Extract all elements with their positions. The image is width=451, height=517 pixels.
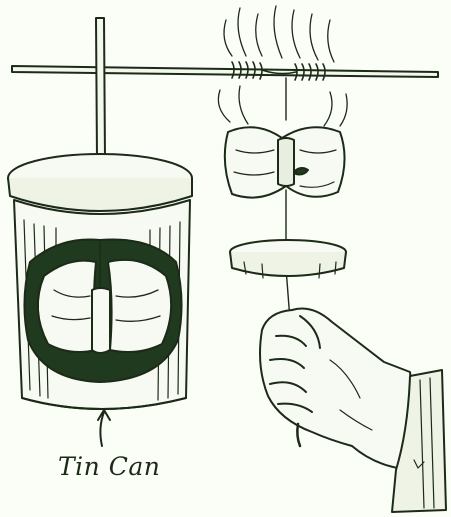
caption-pointer bbox=[98, 410, 110, 446]
hanging-string bbox=[286, 78, 290, 320]
hanging-cloth-bundle bbox=[225, 127, 345, 197]
horizontal-rod bbox=[12, 66, 438, 77]
vertical-stick bbox=[96, 18, 105, 160]
smoke-wisps bbox=[218, 6, 347, 126]
tin-can-caption: Tin Can bbox=[58, 452, 168, 481]
hand bbox=[260, 309, 446, 513]
tin-ring bbox=[230, 240, 346, 278]
cloth-bundle-in-can bbox=[24, 239, 181, 382]
